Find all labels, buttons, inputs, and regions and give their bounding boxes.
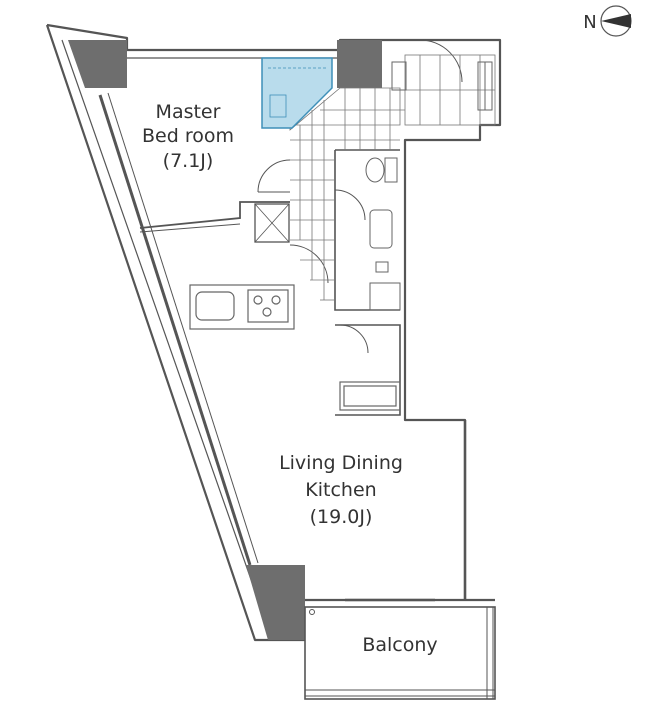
balcony-structure bbox=[304, 598, 496, 700]
room-labels: Master Bed room (7.1J) Living Dining Kit… bbox=[142, 101, 438, 656]
master-bedroom-size: (7.1J) bbox=[163, 150, 214, 172]
bathtub bbox=[261, 57, 333, 129]
master-bedroom-label-line1: Master bbox=[156, 101, 221, 123]
ldk-label-line1: Living Dining bbox=[279, 452, 403, 474]
entrance-fixtures bbox=[391, 61, 493, 111]
ldk-label-line2: Kitchen bbox=[305, 479, 376, 501]
compass: N bbox=[583, 5, 632, 37]
toilet bbox=[365, 157, 398, 183]
structural-pillars bbox=[68, 40, 382, 640]
compass-arrow-icon bbox=[601, 14, 631, 28]
kitchen-counter bbox=[189, 284, 295, 330]
interior-partitions bbox=[139, 39, 463, 416]
ldk-size: (19.0J) bbox=[310, 506, 373, 528]
balcony-label: Balcony bbox=[362, 634, 437, 656]
pillar-north-west bbox=[68, 40, 127, 88]
compass-north-label: N bbox=[583, 12, 596, 33]
wash-area bbox=[369, 209, 401, 311]
cabinet bbox=[339, 381, 401, 411]
master-bedroom-label-line2: Bed room bbox=[142, 125, 234, 147]
pillar-south-west bbox=[246, 565, 305, 640]
tiled-floor bbox=[289, 54, 496, 301]
pillar-north-center bbox=[337, 40, 382, 88]
